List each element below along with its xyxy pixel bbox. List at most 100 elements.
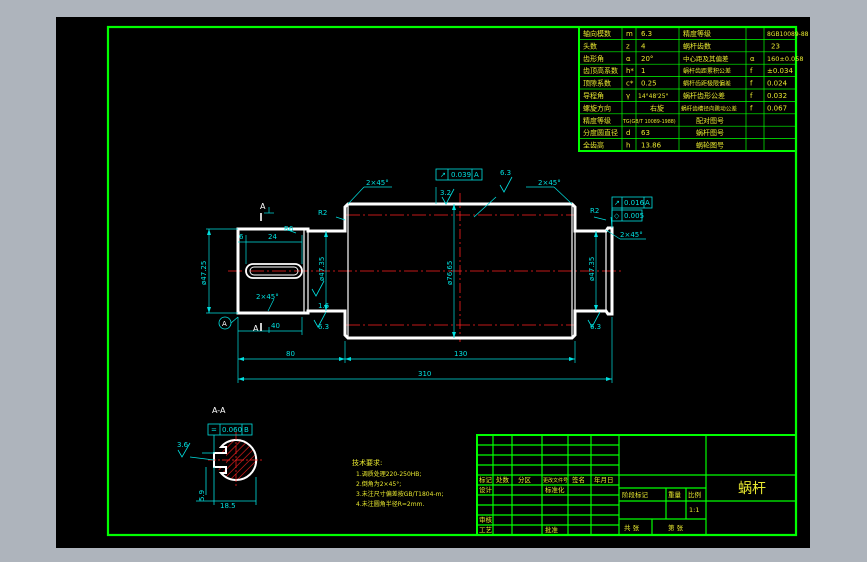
section-marker-bottom: A (253, 324, 259, 333)
param-label2: 蜗杆图号 (696, 128, 724, 137)
radius-right-label: R2 (590, 207, 599, 215)
chamfer-key-label: 2×45° (256, 293, 279, 301)
section-outline (213, 439, 258, 481)
gtol3-symbol: ◇ (614, 212, 620, 220)
param-value: 13.86 (641, 142, 662, 150)
radius-left-label: R2 (318, 209, 327, 217)
roughness-br-label: 6.3 (590, 323, 601, 331)
tb-approve: 批准 (545, 525, 559, 534)
outer-frame (106, 25, 798, 537)
tb-sheets: 共 张 (624, 523, 640, 532)
param-value: 4 (641, 42, 646, 50)
param-label: 顶隙系数 (583, 79, 611, 88)
param-value: 1 (641, 67, 645, 75)
param-label: 精度等级 (583, 116, 611, 125)
diameter-left-label: ø47.25 (200, 261, 208, 285)
tb-review: 审核 (479, 515, 493, 524)
param-sym: γ (626, 92, 630, 100)
param-value: TG(GB/T 10089-1988) (622, 119, 676, 125)
note-item: 3.未注尺寸偏差按GB/T1804-m; (356, 490, 443, 498)
gtol2-value: 0.016 (624, 199, 645, 207)
param-value: 20° (641, 55, 653, 63)
param-value2: 0.032 (767, 92, 787, 100)
param-sym2: f (750, 80, 753, 88)
diameter-gear-label: ø76.65 (446, 261, 454, 285)
param-label: 导程角 (583, 91, 604, 100)
tb-sheet-no: 第 张 (668, 523, 684, 532)
param-sym: h* (626, 67, 634, 75)
param-label2: 蜗杆齿数 (683, 41, 711, 50)
tb-col-date: 年月日 (594, 475, 614, 484)
param-sym: z (626, 42, 630, 50)
param-value2: 23 (771, 42, 780, 50)
param-value: 14°48'25" (638, 93, 669, 100)
roughness-left-label: 1.6 (318, 302, 330, 310)
section-roughness: 3.6 (177, 441, 189, 449)
tb-col-zone: 分区 (518, 475, 532, 484)
param-label2: 蜗杆齿槽径向跳动公差 (681, 104, 737, 112)
gtol3-value: 0.005 (624, 212, 644, 220)
key-width-label: 24 (268, 233, 277, 241)
param-value: 0.25 (641, 80, 657, 88)
param-label2: 蜗杆齿形公差 (683, 91, 725, 100)
gtol2-datum: A (645, 199, 650, 207)
param-label: 螺旋方向 (583, 103, 611, 112)
params-table: 轴向模数 m 6.3 精度等级 8GB10089-88 头数 z 4 蜗杆齿数 … (578, 26, 809, 152)
gtol1-datum: A (474, 171, 479, 179)
param-label: 齿形角 (583, 54, 604, 63)
section-tol-datum: B (244, 426, 249, 434)
param-value2: ±0.034 (767, 67, 793, 75)
chamfer-left-label: 2×45° (366, 179, 389, 187)
section-tol-symbol: = (211, 426, 217, 434)
note-item: 4.未注圆角半径R=2mm. (356, 500, 424, 508)
param-label: 齿顶高系数 (583, 66, 618, 75)
param-value: 6.3 (641, 30, 652, 38)
param-value2: 0.067 (767, 104, 787, 112)
tb-scale-value: 1:1 (689, 506, 699, 514)
drawing-sheet: 轴向模数 m 6.3 精度等级 8GB10089-88 头数 z 4 蜗杆齿数 … (56, 17, 810, 548)
length-total-label: 310 (418, 370, 431, 378)
title-block: 标记 处数 分区 更改文件号 签名 年月日 设计 标准化 审核 工艺 批准 阶段… (476, 434, 797, 536)
roughness-top-label: 3.2 (440, 189, 451, 197)
roughness-bl-label: 6.3 (318, 323, 329, 331)
tb-process: 工艺 (479, 526, 493, 534)
param-sym: m (626, 30, 633, 38)
tb-col-count: 处数 (496, 475, 510, 484)
section-tol-value: 0.060 (222, 426, 242, 434)
param-label: 分度圆直径 (583, 128, 618, 137)
section-marker-top: A (260, 202, 266, 211)
tb-weight: 重量 (668, 491, 682, 499)
gtol2-symbol: ↗ (614, 199, 620, 207)
gtol1-value: 0.039 (451, 171, 471, 179)
tb-standard: 标准化 (545, 485, 565, 494)
shaft-main-view: 2×45° 2×45° 2×45° 2×45° ↗ 0.039 A ↗ 0.01… (200, 168, 653, 383)
cad-drawing: 轴向模数 m 6.3 精度等级 8GB10089-88 头数 z 4 蜗杆齿数 … (106, 25, 809, 537)
param-value2: 0.024 (767, 80, 788, 88)
chamfer-right-label: 2×45° (538, 179, 561, 187)
section-dim-vertical: 5.9 (198, 490, 206, 501)
section-title: A-A (212, 406, 226, 415)
param-value2: 160±0.058 (767, 55, 803, 63)
param-sym2: f (750, 67, 753, 75)
section-view: A-A = 0.060 (177, 406, 264, 510)
diameter-keyshaft-label: ø47.35 (318, 257, 326, 281)
param-label2: 配对图号 (696, 116, 724, 125)
note-item: 1.调质处理220-250HB; (356, 470, 421, 478)
param-value: 63 (641, 129, 650, 137)
section-dim-horizontal: 18.5 (220, 502, 236, 510)
length-gear-label: 130 (454, 350, 467, 358)
diameter-right-label: ø47.35 (588, 257, 596, 281)
gtol1-symbol: ↗ (440, 171, 446, 179)
length-left-label: 80 (286, 350, 295, 358)
part-name: 蜗杆 (738, 481, 766, 497)
param-sym: c* (626, 80, 634, 88)
param-label2: 中心距及其偏差 (683, 54, 729, 63)
notes-title: 技术要求: (352, 458, 382, 467)
param-label: 轴向模数 (583, 29, 611, 38)
param-value2: 8GB10089-88 (767, 31, 809, 38)
roughness-top2-label: 6.3 (500, 169, 511, 177)
param-sym2: α (750, 55, 755, 63)
technical-notes: 技术要求: 1.调质处理220-250HB; 2.倒角为2×45°; 3.未注尺… (352, 458, 443, 508)
tb-col-sign: 签名 (572, 475, 585, 484)
tb-stage: 阶段标记 (622, 490, 649, 499)
